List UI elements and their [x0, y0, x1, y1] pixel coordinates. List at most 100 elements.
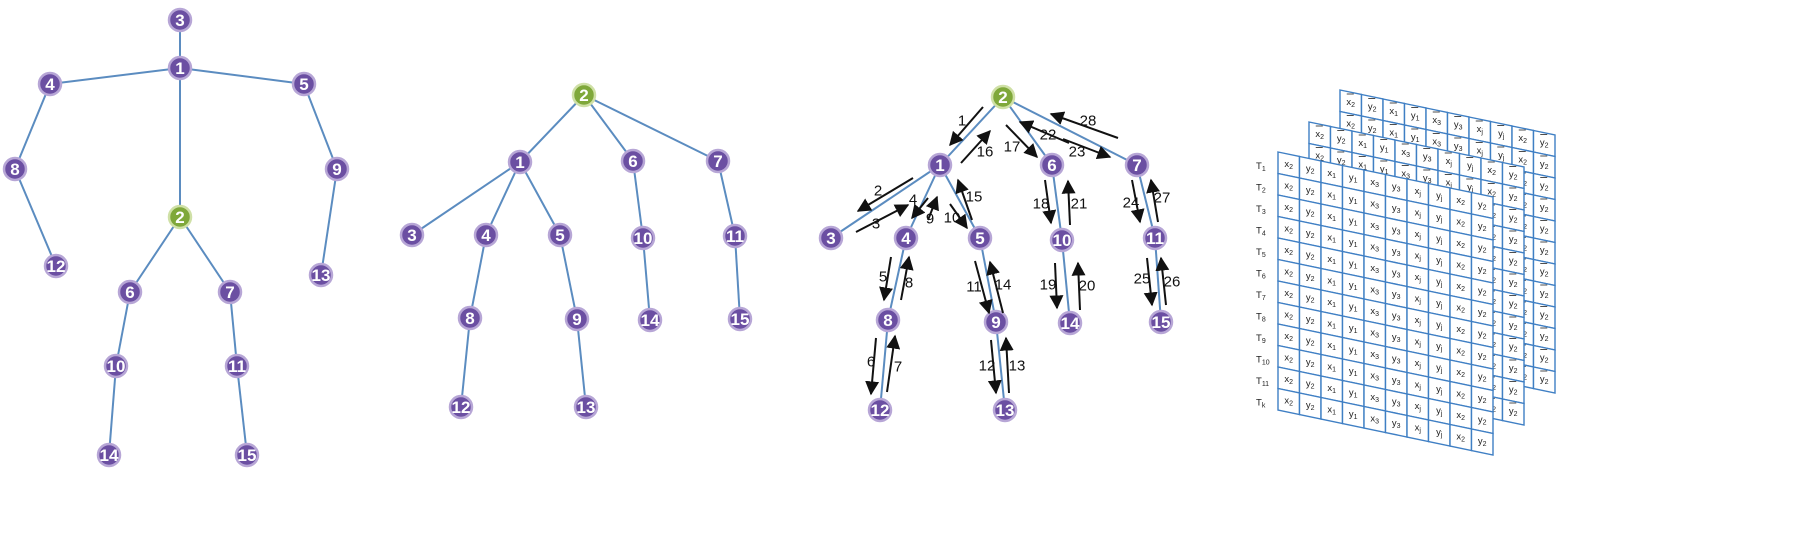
skeleton-node-15: 15 [234, 442, 260, 468]
cell-value: x3 [1401, 168, 1410, 180]
step-label: 2 [874, 183, 882, 200]
step-arrow [899, 255, 914, 301]
step-label: 9 [926, 211, 934, 228]
table-cell: y1 [1341, 250, 1365, 279]
cell-value: xj [1415, 229, 1422, 241]
cell-value: y3 [1392, 310, 1401, 322]
step-label: 4 [909, 192, 917, 209]
cell-value: x3 [1370, 284, 1379, 296]
cell-value: xj [1415, 336, 1422, 348]
cell-value: y2 [1540, 309, 1549, 321]
cell-value: y1 [1349, 301, 1358, 313]
cell-value: y2 [1306, 206, 1315, 218]
tree-node-label: 10 [634, 229, 653, 248]
skeleton-node-4: 4 [37, 71, 63, 97]
step-arrow [879, 256, 893, 302]
cell-value: y2 [1478, 264, 1487, 276]
skeleton-node-circle [167, 7, 193, 33]
traversal-node-4: 4 [893, 225, 919, 251]
cell-value: x1 [1327, 404, 1336, 416]
tree-node-label: 2 [579, 86, 588, 105]
table-cell: xj [1468, 116, 1492, 144]
skeleton-edge-2-7 [179, 216, 231, 293]
tree-edge-1-5 [519, 161, 561, 236]
step-label: 15 [966, 189, 983, 206]
cell-value: x2 [1456, 216, 1465, 228]
cell-value: y2 [1306, 163, 1315, 175]
cell-value: yj [1436, 427, 1443, 439]
step-label: 13 [1009, 358, 1026, 375]
cell-value: y2 [1540, 331, 1549, 343]
step-arrow [1061, 179, 1076, 226]
cell-value: y3 [1423, 151, 1432, 163]
skeleton-edge-10-14 [108, 365, 117, 456]
table-cell: x2 [1277, 237, 1301, 265]
cell-value: y2 [1306, 400, 1315, 412]
cell-value: y1 [1349, 172, 1358, 184]
cell-value: y2 [1306, 378, 1315, 390]
skeleton-node-circle [224, 353, 250, 379]
cell-value: x1 [1389, 127, 1398, 139]
step-label: 21 [1071, 196, 1088, 213]
cell-value: x3 [1432, 136, 1441, 148]
table-cell: y2 [1298, 155, 1322, 184]
cell-value: yj [1498, 128, 1505, 140]
table-cell: y3 [1384, 281, 1408, 309]
tree-node-11: 11 [722, 223, 748, 249]
cell-value: x2 [1456, 238, 1465, 250]
traversal-node-circle [927, 152, 953, 178]
table-cell: y1 [1341, 401, 1365, 429]
table-cell: x2 [1277, 151, 1301, 179]
cell-value: y2 [1540, 266, 1549, 278]
cell-value: y2 [1509, 255, 1518, 267]
traversal-node-circle [875, 307, 901, 333]
cell-value: y1 [1380, 142, 1389, 154]
tree-node-circle [571, 82, 597, 108]
cell-value: y3 [1392, 332, 1401, 344]
traversal-edge-1-3 [830, 164, 941, 239]
cell-value: x1 [1327, 340, 1336, 352]
cell-value: xj [1446, 177, 1453, 189]
skeleton-edge-6-10 [115, 291, 131, 367]
cell-value: y1 [1349, 194, 1358, 206]
traversal-step-13: 13 [999, 336, 1026, 394]
skeleton-node-7: 7 [217, 279, 243, 305]
cell-value: yj [1436, 298, 1443, 310]
step-arrow [925, 195, 939, 221]
cell-value: x2 [1284, 245, 1293, 257]
cell-value: x2 [1456, 410, 1465, 422]
traversal-step-2: 2 [856, 177, 914, 212]
cell-value: yj [1498, 150, 1505, 162]
traversal-node-label: 12 [871, 401, 890, 420]
table-cell: x3 [1363, 384, 1387, 412]
cell-value: x1 [1358, 138, 1367, 150]
tree-node-label: 4 [481, 226, 491, 245]
tree-node-label: 5 [555, 226, 564, 245]
step-label: 18 [1033, 196, 1050, 213]
cell-value: yj [1436, 319, 1443, 331]
cell-value: y2 [1478, 371, 1487, 383]
cell-value: y1 [1349, 258, 1358, 270]
cell-value: y2 [1306, 335, 1315, 347]
cell-value: y3 [1392, 203, 1401, 215]
step-label: 7 [894, 359, 902, 376]
tree-edge-11-15 [734, 235, 741, 320]
traversal-node-13: 13 [992, 397, 1018, 423]
tree-node-circle [507, 149, 533, 175]
step-label: 3 [872, 216, 880, 233]
row-label: T5 [1256, 247, 1266, 259]
tree-node-circle [727, 306, 753, 332]
table-cell: x3 [1363, 190, 1387, 219]
cell-value: y2 [1540, 137, 1549, 149]
skeleton-node-circle [43, 253, 69, 279]
tree-edge-5-9 [559, 234, 578, 320]
step-arrow [987, 339, 1002, 395]
table-cell: y2 [1298, 241, 1322, 270]
traversal-edge-5-9 [979, 237, 997, 323]
traversal-step-27: 27 [1146, 178, 1170, 223]
traversal-node-circle [867, 397, 893, 423]
tree-edge-9-13 [576, 318, 587, 408]
skeleton-node-5: 5 [291, 71, 317, 97]
